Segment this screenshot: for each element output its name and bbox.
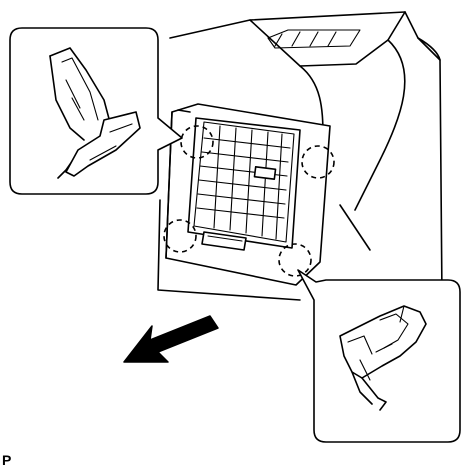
callout-top-left [9, 27, 183, 195]
clip-location-top-right [301, 145, 335, 179]
clip-detail-bottom-right [339, 305, 427, 411]
top-vent [267, 29, 361, 49]
register-panel [165, 103, 331, 286]
figure-code: P [2, 452, 12, 468]
console-body [157, 11, 443, 301]
clip-location-bottom-left [163, 219, 197, 253]
clip-detail-top-left [49, 47, 141, 179]
clip-locations [163, 125, 335, 277]
arrow-icon [123, 315, 219, 363]
louver-fins [196, 125, 291, 240]
clip-location-top-left [180, 125, 214, 159]
callout-bottom-right [297, 269, 461, 443]
clip-location-bottom-right [278, 243, 312, 277]
